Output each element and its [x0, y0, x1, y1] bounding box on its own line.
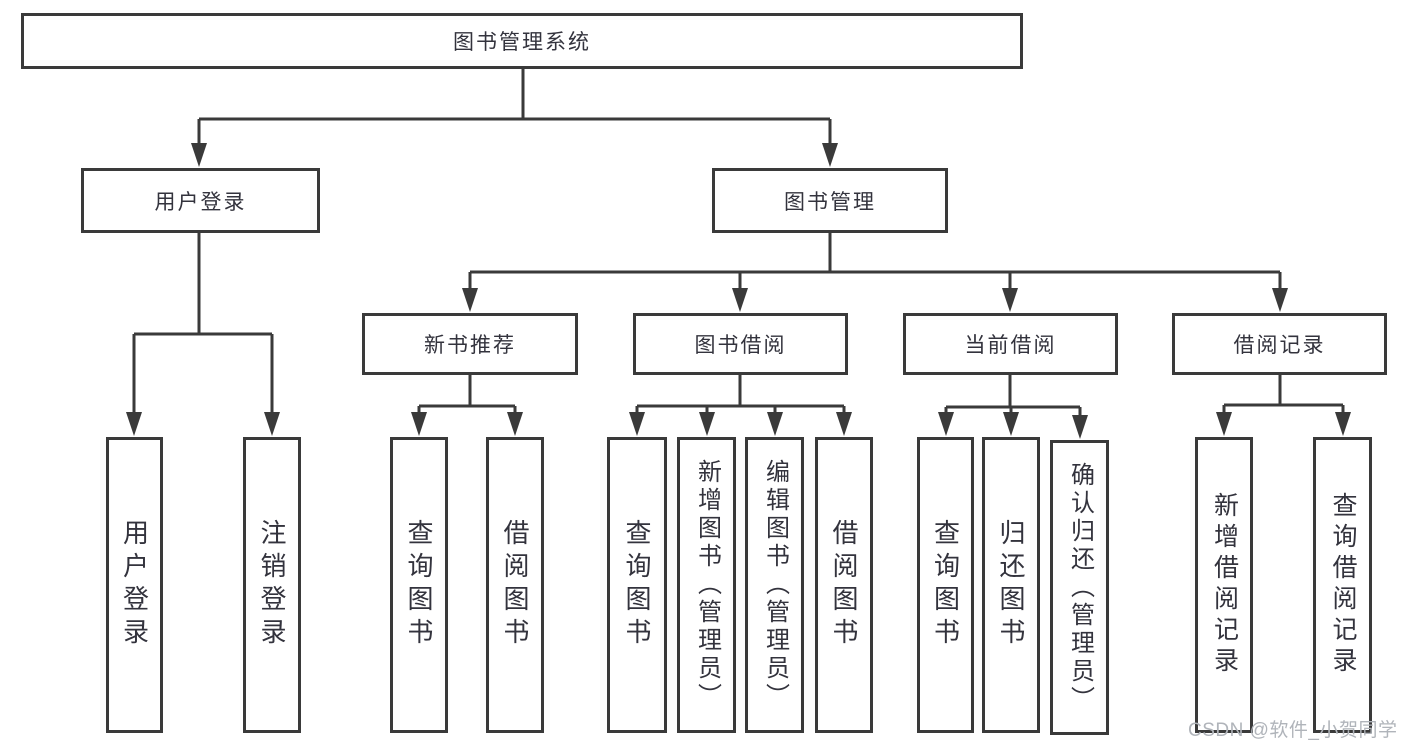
node-label: 注销登录: [257, 519, 287, 651]
node-label: 新增借阅记录: [1210, 492, 1239, 678]
node-user-login-action: 用户登录: [106, 437, 163, 733]
node-label: 查询借阅记录: [1329, 492, 1357, 678]
connector-paths: [132, 69, 1345, 419]
node-label: 新增图书（管理员）: [693, 459, 721, 711]
node-borrowing-records: 借阅记录: [1172, 313, 1387, 375]
node-label: 编辑图书（管理员）: [761, 459, 789, 711]
node-query-books-1: 查询图书: [390, 437, 448, 733]
node-book-management: 图书管理: [712, 168, 948, 233]
node-label: 查询图书: [930, 519, 961, 651]
node-label: 借阅图书: [500, 519, 530, 651]
node-label: 确认归还（管理员）: [1066, 461, 1094, 714]
node-label: 查询图书: [404, 519, 434, 651]
node-label: 归还图书: [996, 519, 1026, 651]
node-book-borrowing: 图书借阅: [633, 313, 848, 375]
node-label: 借阅图书: [829, 519, 859, 651]
node-query-books-3: 查询图书: [917, 437, 974, 733]
node-current-borrowing: 当前借阅: [903, 313, 1118, 375]
node-confirm-return-admin: 确认归还（管理员）: [1050, 440, 1109, 735]
node-logout: 注销登录: [243, 437, 301, 733]
node-borrow-books-1: 借阅图书: [486, 437, 544, 733]
node-edit-books-admin: 编辑图书（管理员）: [745, 437, 804, 733]
node-add-borrow-record: 新增借阅记录: [1195, 437, 1253, 733]
node-query-borrow-record: 查询借阅记录: [1313, 437, 1372, 733]
node-root: 图书管理系统: [21, 13, 1023, 69]
node-borrow-books-2: 借阅图书: [815, 437, 873, 733]
node-return-books: 归还图书: [982, 437, 1040, 733]
node-label: 用户登录: [119, 519, 150, 651]
node-label: 查询图书: [622, 519, 652, 651]
node-new-book-recommend: 新书推荐: [362, 313, 578, 375]
arrowheads: [126, 143, 1351, 439]
node-add-books-admin: 新增图书（管理员）: [677, 437, 736, 733]
csdn-watermark: CSDN @软件_小贺同学: [1188, 720, 1398, 741]
node-query-books-2: 查询图书: [607, 437, 667, 733]
node-user-login: 用户登录: [81, 168, 320, 233]
